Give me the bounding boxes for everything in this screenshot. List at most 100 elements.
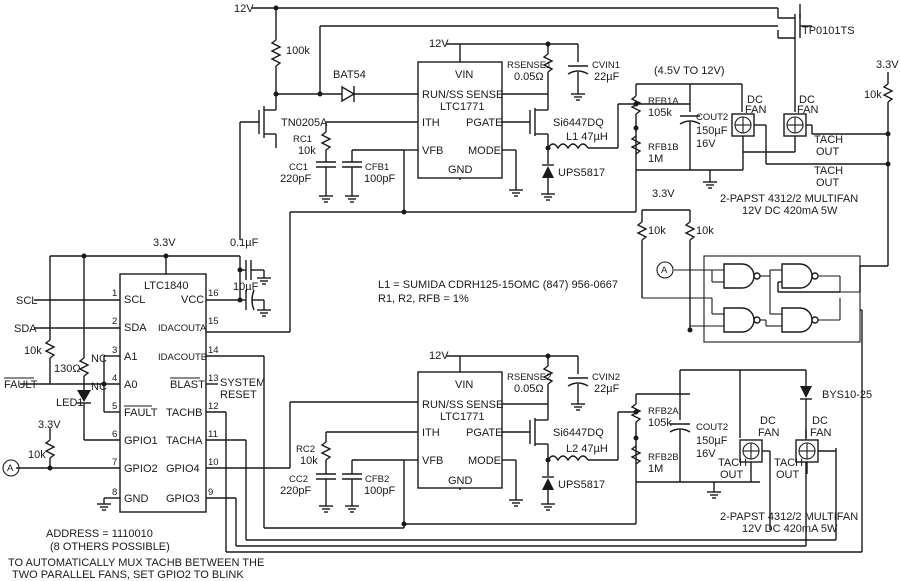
label-si2: Si6447DQ bbox=[553, 427, 604, 439]
label-rsense2: RSENSE2 bbox=[507, 372, 551, 383]
connector-a-right bbox=[656, 261, 674, 279]
label-l2: L2 47µH bbox=[566, 443, 608, 455]
label-rsense2-val: 0.05Ω bbox=[514, 383, 544, 395]
reg2-wiring bbox=[264, 353, 636, 529]
label-rc2: RC2 bbox=[296, 444, 315, 455]
output-network-1 bbox=[618, 83, 796, 212]
label-papst-1b: 12V DC 420mA 5W bbox=[742, 205, 838, 217]
label-ups2: UPS5817 bbox=[558, 479, 605, 491]
label-tp0101ts: TP0101TS bbox=[802, 25, 855, 37]
label-cout2-2-val: 150µF bbox=[696, 435, 728, 447]
pin-num-10: 10 bbox=[208, 457, 219, 468]
label-3v3-low: 3.3V bbox=[38, 419, 61, 431]
label-10k-low: 10k bbox=[28, 449, 46, 461]
connector-a-left bbox=[2, 459, 20, 477]
label-nc-2: NC bbox=[91, 381, 107, 393]
label-10uf: 10µF bbox=[233, 281, 259, 293]
label-tach-d2: OUT bbox=[776, 469, 800, 481]
nand-gates bbox=[642, 263, 888, 333]
label-tach-c2: OUT bbox=[720, 469, 744, 481]
label-cc1: CC1 bbox=[289, 162, 308, 173]
pin-tachb: TACHB bbox=[166, 407, 202, 419]
pin-num-12: 12 bbox=[208, 401, 219, 412]
label-tach-c1: TACH bbox=[718, 457, 747, 469]
label-cout2-1-v: 16V bbox=[696, 138, 716, 150]
pin-num-3: 3 bbox=[112, 345, 117, 356]
reg1-run: RUN/SS bbox=[422, 89, 464, 101]
label-cfb2-val: 100pF bbox=[364, 485, 395, 497]
label-rc1: RC1 bbox=[293, 134, 312, 145]
label-cfb1: CFB1 bbox=[365, 162, 389, 173]
label-12v-reg1: 12V bbox=[429, 38, 449, 50]
label-cc2: CC2 bbox=[289, 474, 308, 485]
label-3v3-left: 3.3V bbox=[153, 237, 176, 249]
pin-fault: FAULT bbox=[124, 407, 158, 419]
pin-num-9: 9 bbox=[208, 487, 213, 498]
reg1-name: LTC1771 bbox=[440, 101, 484, 113]
label-nc-1: NC bbox=[91, 353, 107, 365]
pin-num-16: 16 bbox=[208, 288, 219, 299]
label-rsense1: RSENSE1 bbox=[507, 60, 551, 71]
label-dcfan-2b: FAN bbox=[797, 104, 818, 116]
label-10k-a: 10k bbox=[648, 225, 666, 237]
top-12v-rail bbox=[252, 5, 778, 40]
pin-gpio2: GPIO2 bbox=[124, 463, 158, 475]
nand-gate-box bbox=[703, 255, 861, 343]
label-ups1: UPS5817 bbox=[558, 167, 605, 179]
label-rfb2a: RFB2A bbox=[648, 406, 679, 417]
label-rfb2b: RFB2B bbox=[648, 452, 679, 463]
label-dcfan-2a: DC bbox=[799, 94, 815, 106]
label-papst-2b: 12V DC 420mA 5W bbox=[742, 523, 838, 535]
label-10k-right: 10k bbox=[864, 89, 882, 101]
label-01uf: 0.1µF bbox=[230, 237, 259, 249]
label-10k-left: 10k bbox=[24, 345, 42, 357]
label-rfb2b-val: 1M bbox=[648, 463, 663, 475]
label-12v-top: 12V bbox=[234, 3, 254, 15]
label-tn0205a: TN0205A bbox=[281, 117, 328, 129]
label-led1: LED1 bbox=[56, 397, 84, 409]
label-rfb1b: RFB1B bbox=[648, 142, 679, 153]
pfet-tp0101ts bbox=[320, 4, 812, 104]
label-3v3-right: 3.3V bbox=[876, 59, 899, 71]
label-dcfan-4a: DC bbox=[812, 415, 828, 427]
label-100k: 100k bbox=[286, 45, 310, 57]
label-tach-b2: OUT bbox=[816, 177, 840, 189]
pin-gpio1: GPIO1 bbox=[124, 435, 158, 447]
pin-idaca: IDACOUTA bbox=[158, 323, 207, 334]
note-r: R1, R2, RFB = 1% bbox=[378, 293, 469, 305]
label-cvin2-val: 22µF bbox=[594, 383, 620, 395]
pin-tacha: TACHA bbox=[166, 435, 203, 447]
footnote-mux-2: TWO PARALLEL FANS, SET GPIO2 TO BLINK bbox=[12, 569, 244, 581]
output-network-2 bbox=[618, 369, 812, 524]
label-10k-b: 10k bbox=[696, 225, 714, 237]
pin-num-7: 7 bbox=[112, 457, 117, 468]
dc-fan-3 bbox=[739, 439, 771, 530]
reg2-mode: MODE bbox=[468, 455, 501, 467]
pin-vcc: VCC bbox=[181, 294, 204, 306]
label-tach-a1: TACH bbox=[814, 134, 843, 146]
label-dcfan-4b: FAN bbox=[810, 427, 831, 439]
label-cfb1-val: 100pF bbox=[364, 173, 395, 185]
label-cvin2: CVIN2 bbox=[592, 372, 620, 383]
ltc1771-chip-1 bbox=[417, 61, 503, 179]
ltc1840-name: LTC1840 bbox=[144, 280, 188, 292]
pullups-mid bbox=[636, 209, 696, 333]
label-papst-1a: 2-PAPST 4312/2 MULTIFAN bbox=[720, 193, 858, 205]
pin-sda: SDA bbox=[124, 322, 147, 334]
label-dcfan-3b: FAN bbox=[758, 427, 779, 439]
pullup-right bbox=[882, 72, 894, 266]
dc-fan-1 bbox=[710, 113, 888, 171]
ltc1840-chip bbox=[119, 273, 207, 513]
reg1-pgate: PGATE bbox=[466, 117, 502, 129]
dc-fan-2 bbox=[743, 113, 888, 153]
pin-num-15: 15 bbox=[208, 316, 219, 327]
label-cvin1-val: 22µF bbox=[594, 71, 620, 83]
label-system: SYSTEM bbox=[220, 377, 265, 389]
reg1-gnd: GND bbox=[448, 164, 473, 176]
reg1-wiring bbox=[206, 41, 636, 333]
pin-num-11: 11 bbox=[208, 429, 218, 440]
footnote-address: ADDRESS = 1110010 bbox=[46, 528, 153, 540]
reg2-vin: VIN bbox=[455, 379, 473, 391]
label-rc2-val: 10k bbox=[300, 455, 318, 467]
